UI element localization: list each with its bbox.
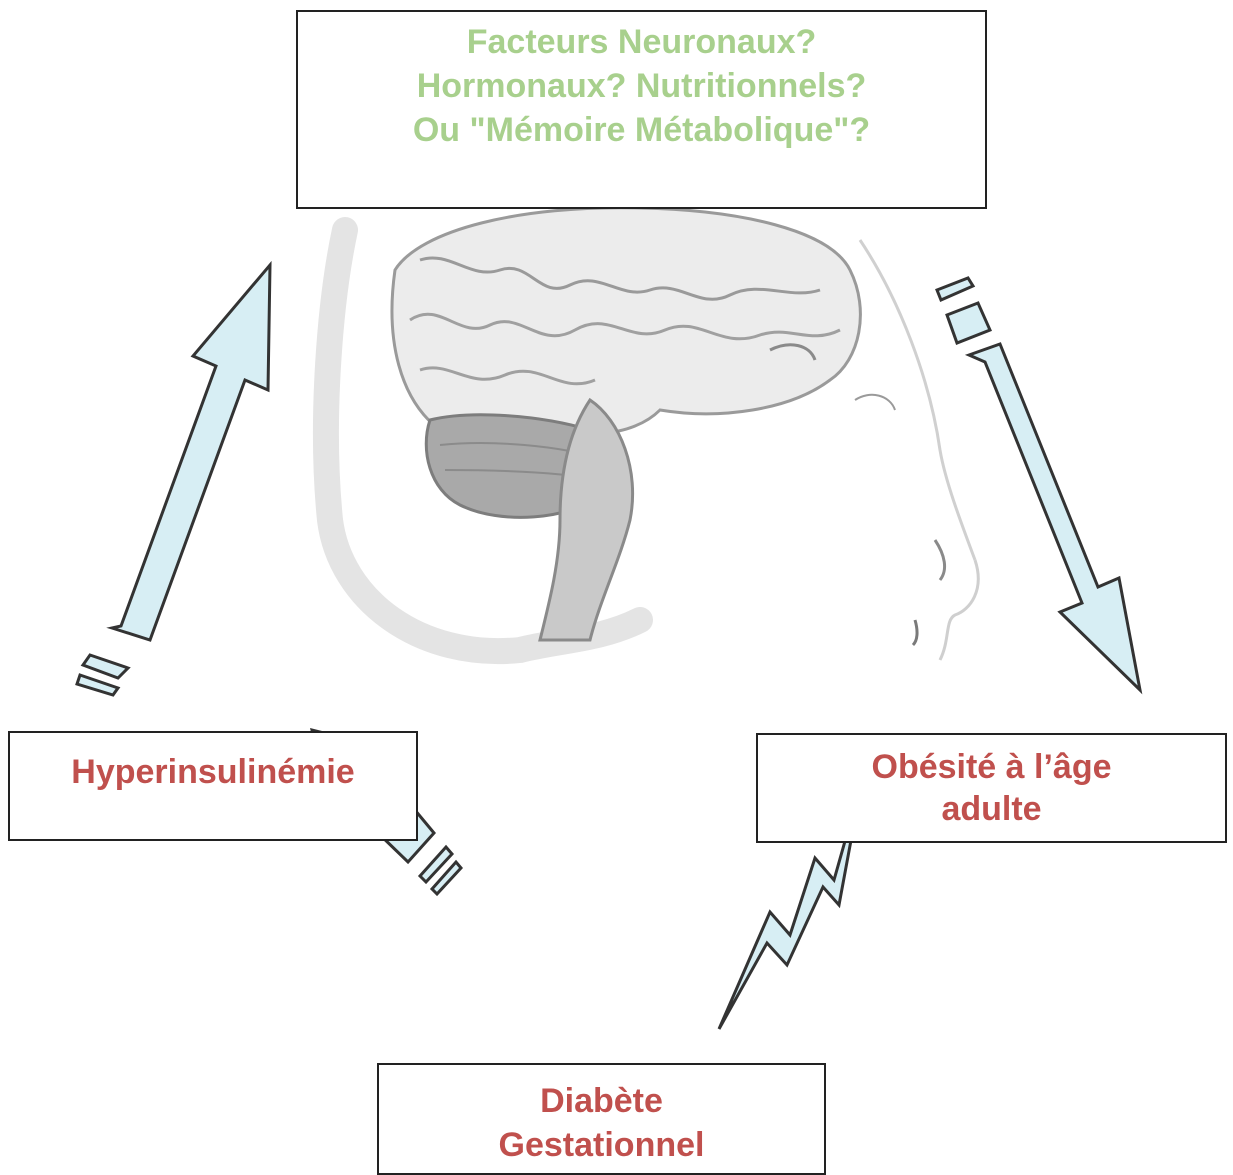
arrow-left-to-top [77, 265, 270, 695]
brain-head-illustration [326, 208, 978, 660]
node-left-line-1: Hyperinsulinémie [71, 751, 354, 793]
node-left-hyperinsulinemia: Hyperinsulinémie [8, 731, 418, 841]
node-top-line-3: Ou "Mémoire Métabolique"? [413, 108, 870, 152]
node-bottom-line-2: Gestationnel [499, 1123, 705, 1167]
node-top-factors-question: Facteurs Neuronaux? Hormonaux? Nutrition… [296, 10, 987, 209]
arrow-top-to-right [937, 278, 1140, 690]
node-top-line-2: Hormonaux? Nutritionnels? [417, 64, 867, 108]
node-top-line-1: Facteurs Neuronaux? [467, 20, 817, 64]
node-bottom-gestational-diabetes: Diabète Gestationnel [377, 1063, 826, 1175]
node-right-line-2: adulte [941, 788, 1041, 830]
node-bottom-line-1: Diabète [540, 1079, 663, 1123]
node-right-line-1: Obésité à l’âge [872, 746, 1112, 788]
node-right-adult-obesity: Obésité à l’âge adulte [756, 733, 1227, 843]
